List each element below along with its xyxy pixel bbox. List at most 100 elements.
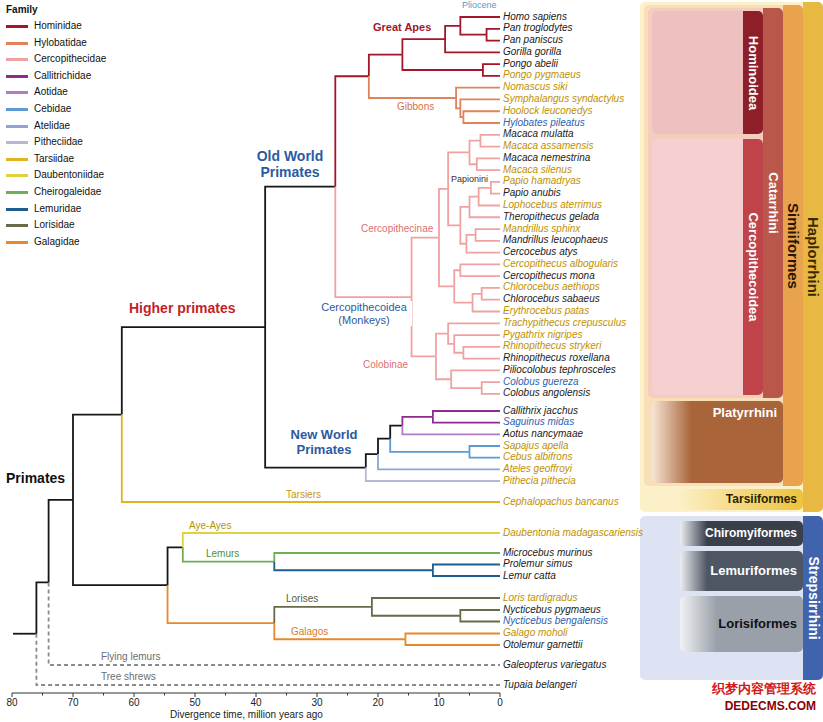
tree-branch [366,454,378,467]
time-axis [12,693,500,697]
tree-branch [168,585,275,623]
legend-row: Cercopithecidae [6,52,101,66]
tree-branch [73,500,168,585]
legend-row: Cheirogaleidae [6,185,101,199]
legend-label: Galagidae [34,235,80,249]
tree-branch [482,388,500,394]
tree-branch [405,634,500,640]
species-name: Prolemur simus [503,558,572,570]
tree-branch [274,623,405,639]
legend-label: Cercopithecidae [34,52,106,66]
tree-branch [456,88,500,98]
axis-tick [225,693,226,696]
axis-tick [195,693,196,697]
axis-tick [286,693,287,696]
species-name: Cercopithecus albogularis [503,258,618,270]
tree-branch [445,39,500,52]
legend-label: Tarsiidae [34,152,74,166]
tree-branch [460,99,500,108]
legend-swatch [6,58,28,61]
tree-branch [479,197,500,206]
tree-branch [482,288,500,294]
species-name: Macaca mulatta [503,128,574,140]
tree-branch [448,189,460,225]
tree-branch [402,426,500,435]
tree-branch [491,182,500,188]
species-name: Pan paniscus [503,34,563,46]
clade-band: StrepsirrhiniChiromyiformesLemuriformesL… [640,516,823,680]
clade-band: Hominoidea [652,11,763,134]
species-name: Pan troglodytes [503,22,573,34]
species-name: Homo sapiens [503,11,567,23]
axis-tick [73,693,74,697]
species-name: Ateles geoffroyi [503,463,572,475]
axis-title: Divergence time, million years ago [170,709,323,721]
tree-branch [265,327,366,467]
clade-name: Lemuriformes [710,564,797,578]
tree-branch [470,452,501,458]
tree-branch [460,610,500,616]
legend-swatch [6,108,28,111]
tree-branch [372,607,460,616]
clade-label: Galagos [290,626,329,638]
species-name: Cephalopachus bancanus [503,496,619,508]
tree-branch [479,188,491,197]
species-name: Papio hamadryas [503,175,581,187]
tree-branch [122,415,500,502]
tree-branch [49,582,500,665]
axis-tick [317,693,318,697]
tree-branch [402,417,433,426]
tree-branch [372,598,500,607]
clade-band: Lemuriformes [680,551,803,591]
epoch-label: Pliocene [462,0,497,10]
legend-label: Hylobatidae [34,36,87,50]
legend-label: Aotidae [34,85,68,99]
tree-branch [473,303,500,312]
clade-label: Great Apes [372,21,432,34]
axis-tick [500,693,501,697]
axis-tick [408,693,409,696]
species-name: Pongo abelii [503,58,558,70]
tree-branch [476,229,500,235]
tree-branch [405,639,500,645]
legend-row: Hominidae [6,19,101,33]
species-name: Theropithecus gelada [503,211,599,223]
clade-band: Lorisiformes [680,596,803,652]
legend-row: Aotidae [6,85,101,99]
axis-tick [347,693,348,696]
species-name: Galago moholi [503,627,567,639]
tree-branch [460,17,500,26]
species-name: Pygathrix nigripes [503,329,582,341]
species-name: Galeopterus variegatus [503,659,606,671]
tree-branch [454,286,472,302]
legend-swatch [6,224,28,227]
axis-tick-label: 0 [488,697,512,709]
species-name: Rhinopithecus strykeri [503,340,601,352]
species-name: Macaca assamensis [503,140,594,152]
legend-row: Galagidae [6,235,101,249]
axis-tick-label: 60 [122,697,146,709]
clade-label: Lorises [285,593,319,605]
clade-name: Tarsiiformes [726,493,797,506]
tree-branch [483,70,500,76]
species-name: Nycticebus bengalensis [503,615,608,627]
clade-name: Chiromyiformes [705,527,797,540]
tree-branch [470,141,481,153]
legend-label: Daubentoniidae [34,168,104,182]
tree-branch [466,235,475,244]
clade-label: Aye-Ayes [188,520,232,532]
species-name: Mandrillus leucophaeus [503,234,608,246]
species-name: Daubentonia madagascariensis [503,527,643,539]
species-name: Callithrix jacchus [503,405,578,417]
clade-name: Hominoidea [746,35,760,109]
clade-label: Colobinae [362,359,409,371]
clade-label: Gibbons [396,101,435,113]
legend-swatch [6,208,28,211]
species-name: Gorilla gorilla [503,46,561,58]
clade-label: Old World Primates [248,148,332,180]
clade-label: Flying lemurs [100,651,161,663]
tree-branch [402,55,483,70]
species-name: Aotus nancymaae [503,428,583,440]
legend-row: Atelidae [6,119,101,133]
clade-name: Platyrrhini [713,406,777,420]
